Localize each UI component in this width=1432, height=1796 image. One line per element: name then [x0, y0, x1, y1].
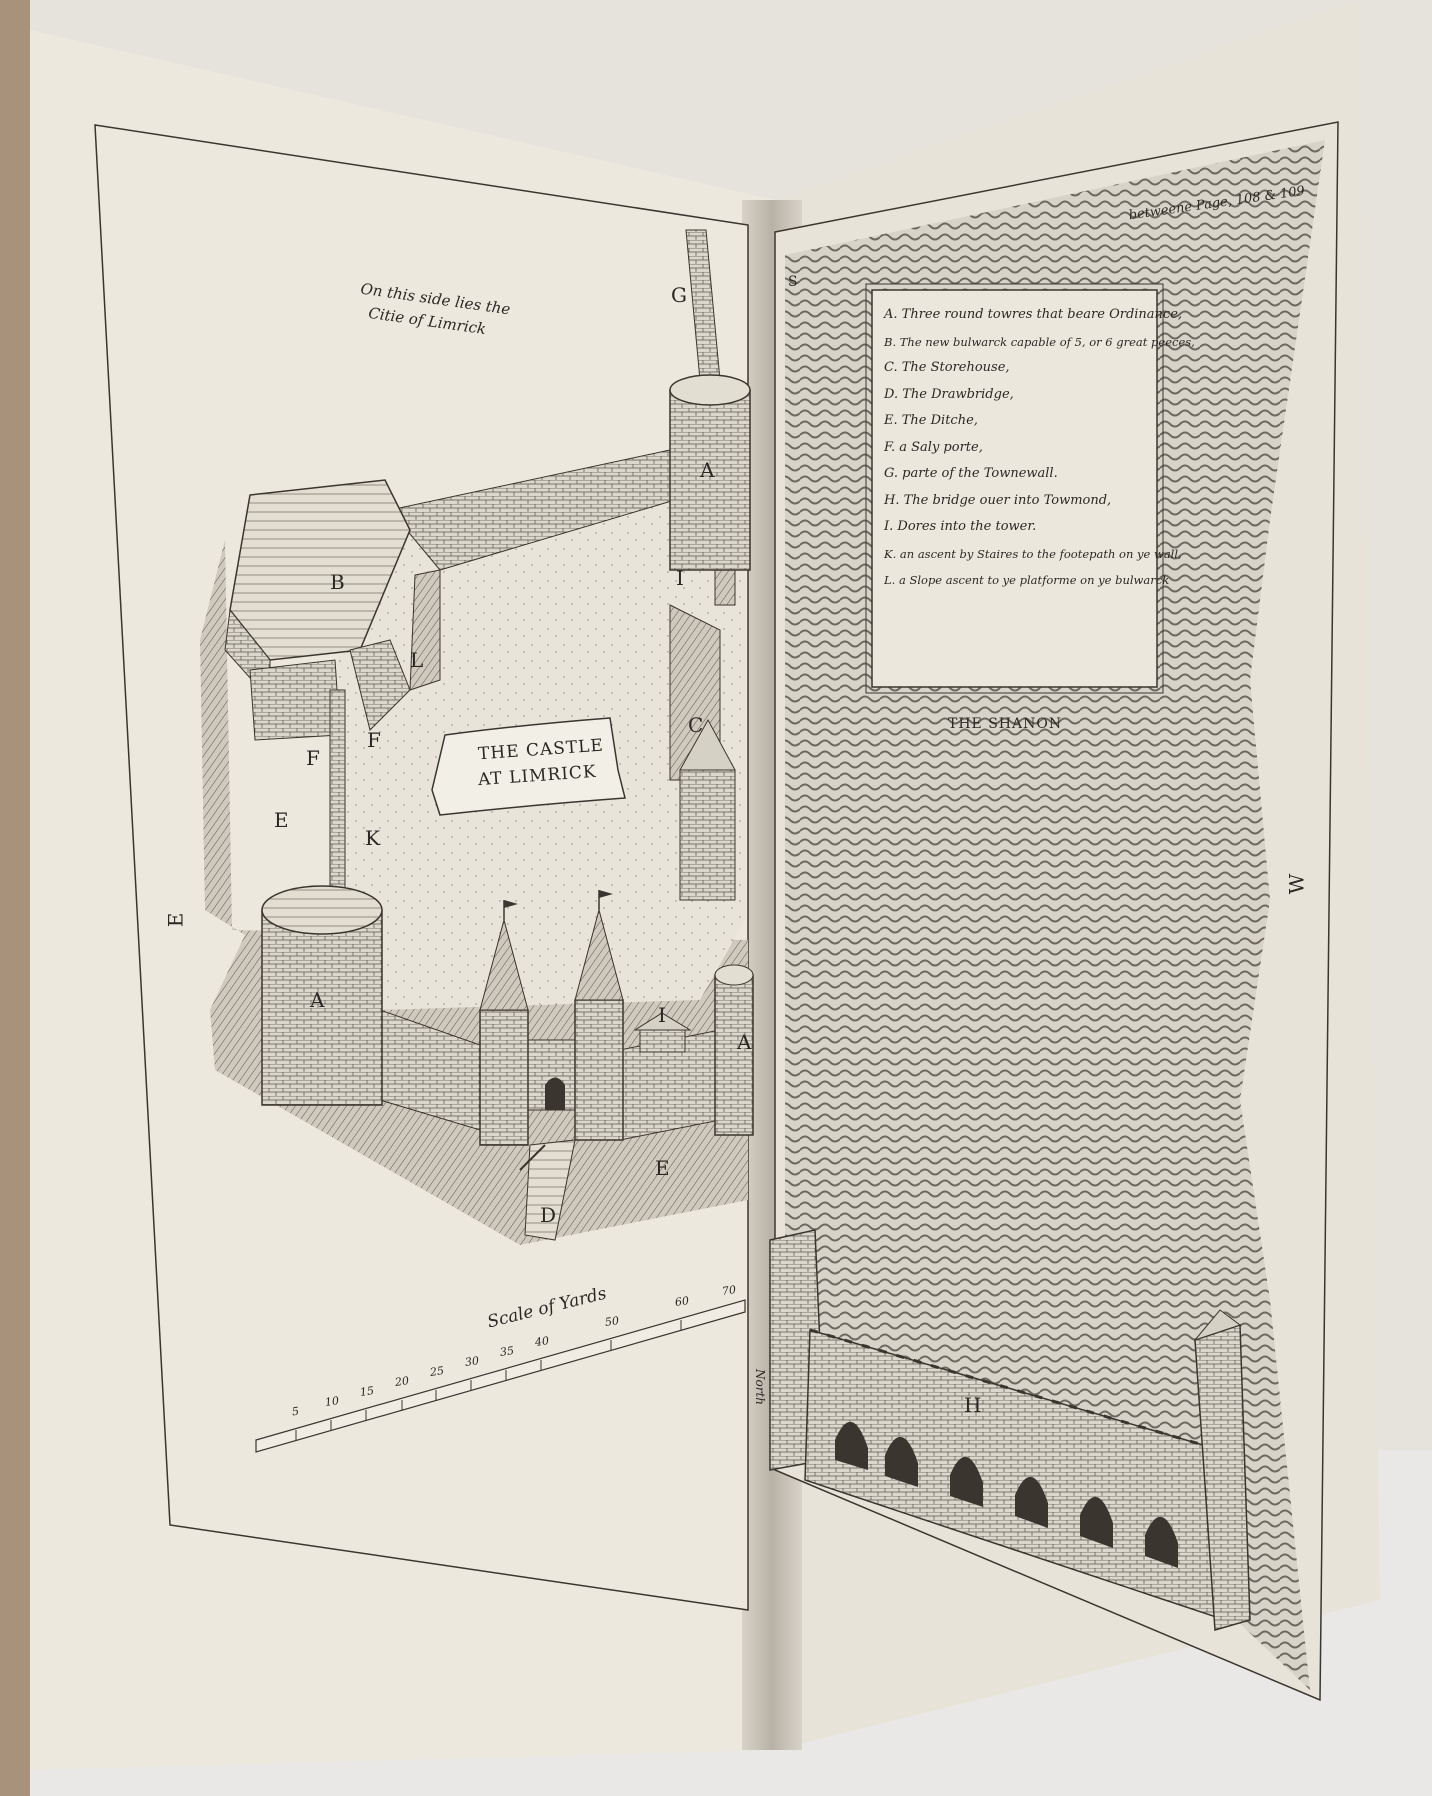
legend-item: D. The Drawbridge,: [884, 386, 1014, 402]
legend-item: B. The new bulwarck capable of 5, or 6 g…: [884, 334, 1195, 349]
scale-tick: 20: [394, 1374, 410, 1389]
legend-item: I. Dores into the tower.: [884, 519, 1037, 534]
legend-item: H. The bridge ouer into Towmond,: [884, 492, 1112, 508]
map-letter-a-left: A: [310, 988, 325, 1012]
legend-item: G. parte of the Townewall.: [884, 466, 1058, 481]
map-letter-e-margin: E: [163, 912, 188, 928]
map-letter-c: C: [688, 713, 704, 737]
map-letter-f-right: F: [367, 728, 381, 752]
map-letter-e-bottom: E: [655, 1156, 670, 1180]
map-letter-i-top: I: [676, 566, 684, 590]
map-letter-g: G: [671, 283, 687, 307]
map-letter-h: H: [964, 1393, 982, 1417]
map-letter-l: L: [410, 648, 424, 672]
river-label: THE SHANON: [948, 716, 1063, 732]
legend-item: K. an ascent by Staires to the footepath…: [884, 546, 1182, 561]
scale-tick: 60: [674, 1294, 690, 1309]
scale-tick: 30: [464, 1354, 480, 1369]
scale-tick: 25: [429, 1364, 445, 1379]
legend-item: C. The Storehouse,: [884, 360, 1010, 375]
map-letter-a-right: A: [737, 1030, 752, 1054]
legend-item: L. a Slope ascent to ye platforme on ye …: [884, 573, 1170, 587]
map-letter-b: B: [330, 570, 345, 594]
legend-box: A. Three round towres that beare Ordinan…: [884, 302, 1195, 594]
legend-item: A. Three round towres that beare Ordinan…: [884, 307, 1183, 322]
legend-item: E. The Ditche,: [884, 413, 978, 428]
scale-tick: 50: [604, 1314, 620, 1329]
north-label: North: [753, 1368, 768, 1406]
map-letter-a-top: A: [700, 458, 715, 482]
map-letter-k: K: [365, 826, 380, 850]
map-letter-f-left: F: [306, 746, 320, 770]
map-letter-d: D: [540, 1203, 557, 1227]
scale-tick: 10: [324, 1394, 340, 1409]
map-letter-w-margin: W: [1284, 873, 1309, 895]
map-letter-s-river: S: [788, 274, 798, 290]
legend-item: F. a Saly porte,: [884, 439, 983, 455]
scale-tick: 15: [359, 1384, 375, 1399]
map-letter-e-left: E: [274, 808, 289, 832]
scale-tick: 35: [499, 1344, 515, 1359]
scale-tick: 40: [534, 1334, 550, 1349]
map-letter-i-bottom: I: [658, 1003, 666, 1027]
scale-tick: 70: [721, 1283, 737, 1298]
